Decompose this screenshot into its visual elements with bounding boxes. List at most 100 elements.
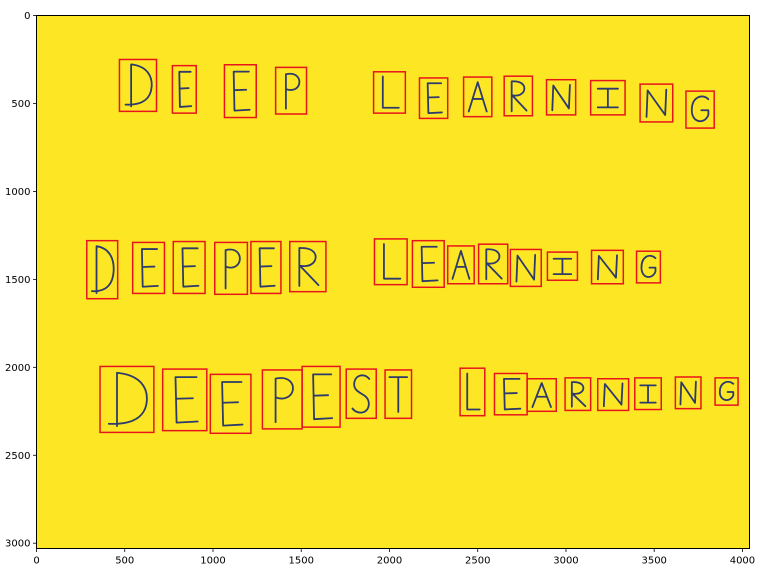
y-tick-label: 2000 — [5, 363, 30, 374]
char-bounding-box — [634, 377, 663, 411]
handwritten-glyph-e — [175, 377, 197, 423]
handwritten-glyph-p — [276, 378, 293, 422]
char-bounding-box — [509, 248, 542, 288]
char-bounding-box — [635, 250, 662, 284]
x-tick-label: 1000 — [200, 556, 225, 567]
y-tick-label: 1000 — [5, 187, 30, 198]
handwritten-glyph-l — [384, 244, 400, 279]
char-bounding-box — [250, 240, 282, 295]
handwritten-glyph-p — [286, 74, 299, 109]
y-tick-label: 500 — [11, 99, 30, 110]
char-bounding-box — [564, 377, 592, 412]
char-bounding-box — [459, 367, 486, 417]
handwritten-glyph-n — [604, 383, 623, 406]
handwritten-glyph-e — [142, 249, 158, 287]
char-bounding-box — [131, 241, 166, 295]
char-bounding-box — [685, 90, 715, 129]
handwritten-glyph-i — [598, 89, 618, 108]
handwritten-glyph-n — [516, 255, 535, 282]
char-bounding-box — [477, 243, 509, 285]
axes-frame — [36, 15, 750, 549]
handwritten-glyph-r — [512, 81, 527, 111]
char-bounding-box — [546, 251, 579, 281]
handwritten-glyph-e — [179, 72, 191, 107]
handwritten-glyph-l — [467, 374, 479, 410]
char-bounding-box — [289, 240, 327, 293]
handwritten-glyph-e — [260, 248, 275, 286]
char-bounding-box — [171, 64, 197, 114]
char-bounding-box — [86, 239, 119, 300]
handwritten-glyph-r — [572, 382, 586, 407]
handwritten-text-layer — [92, 64, 733, 426]
y-tick-label: 3000 — [5, 539, 30, 550]
handwritten-glyph-d — [92, 246, 114, 293]
handwritten-glyph-a — [532, 383, 551, 407]
handwritten-glyph-e — [313, 374, 332, 419]
handwritten-glyph-r — [299, 248, 318, 286]
handwritten-glyph-i — [554, 259, 572, 274]
y-tick-label: 1500 — [5, 275, 30, 286]
char-bounding-box — [545, 78, 577, 116]
handwritten-glyph-g — [692, 96, 709, 121]
handwritten-glyph-e — [428, 83, 442, 113]
handwritten-glyph-t — [389, 377, 407, 412]
handwritten-glyph-g — [641, 256, 655, 277]
x-tick-label: 2500 — [465, 556, 490, 567]
char-bounding-box — [596, 377, 630, 412]
char-bounding-box — [372, 71, 407, 114]
handwritten-glyph-n — [680, 382, 695, 405]
handwritten-glyph-d — [109, 373, 147, 426]
char-bounding-box — [223, 64, 257, 119]
char-bounding-box — [172, 240, 206, 295]
handwritten-glyph-i — [640, 385, 656, 402]
char-bounding-box — [446, 245, 475, 285]
char-bounding-box — [590, 249, 625, 285]
handwritten-glyph-l — [383, 76, 399, 107]
char-bounding-box — [274, 66, 308, 115]
y-tick-label: 2500 — [5, 451, 30, 462]
x-tick-label: 2000 — [377, 556, 402, 567]
char-bounding-box — [345, 368, 377, 420]
handwritten-glyph-n — [598, 255, 617, 279]
char-bounding-box — [674, 376, 702, 410]
handwritten-glyph-p — [226, 250, 240, 289]
plot-background — [36, 15, 750, 549]
char-bounding-box — [373, 238, 408, 286]
y-tick-label: 0 — [24, 11, 30, 22]
x-tick-label: 3500 — [641, 556, 666, 567]
handwritten-glyph-e — [504, 379, 520, 410]
handwritten-glyph-e — [234, 72, 250, 111]
char-bounding-box — [639, 83, 674, 123]
char-bounding-box — [462, 76, 493, 118]
char-bounding-box — [209, 373, 252, 435]
char-bounding-box — [589, 79, 626, 116]
char-bounding-box — [503, 75, 534, 117]
x-tick-label: 4000 — [730, 556, 755, 567]
handwritten-glyph-n — [647, 90, 667, 117]
char-bounding-box — [99, 365, 155, 434]
char-bounding-box — [301, 365, 341, 428]
char-bounding-box — [411, 239, 445, 289]
char-bounding-box — [118, 58, 158, 113]
char-bounding-box — [714, 377, 739, 406]
x-tick-label: 1500 — [289, 556, 314, 567]
handwritten-glyph-d — [126, 64, 152, 106]
handwritten-glyph-s — [352, 375, 369, 412]
handwritten-glyph-e — [422, 247, 438, 281]
handwritten-glyph-a — [452, 251, 469, 279]
char-bounding-box — [384, 369, 413, 420]
handwritten-glyph-e — [222, 382, 242, 426]
char-bounding-box — [214, 241, 249, 296]
x-tick-label: 500 — [115, 556, 134, 567]
handwritten-glyph-a — [469, 82, 487, 111]
handwritten-glyph-n — [552, 85, 570, 110]
handwritten-glyph-r — [486, 249, 501, 279]
char-bounding-box — [526, 377, 557, 413]
char-bounding-box — [161, 368, 208, 432]
handwritten-glyph-g — [720, 382, 733, 400]
x-tick-label: 0 — [33, 556, 39, 567]
bounding-box-layer — [86, 58, 739, 435]
handwritten-glyph-e — [182, 248, 198, 286]
y-axis-ticks: 0 500 1000 1500 2000 2500 3000 — [5, 11, 37, 550]
